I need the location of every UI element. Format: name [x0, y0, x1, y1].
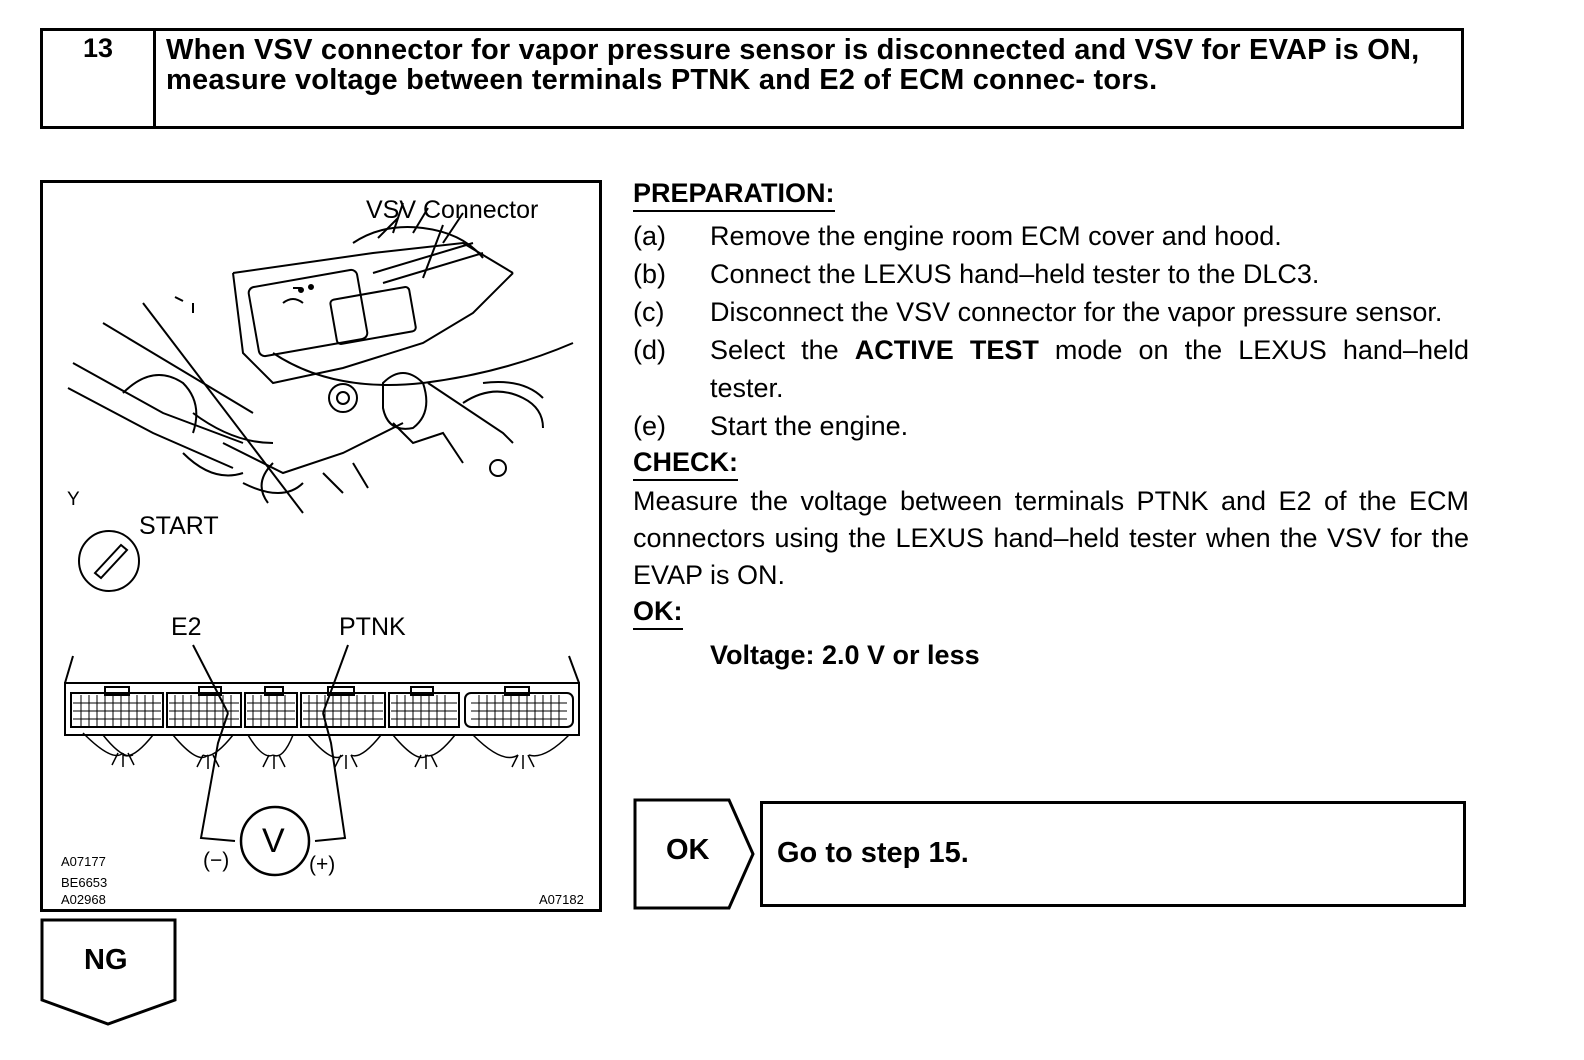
negative-lead-label: (−)	[203, 849, 230, 872]
item-text-after: mode on the LEXUS hand–held tester.	[710, 335, 1469, 403]
preparation-heading: PREPARATION:	[633, 178, 835, 212]
ng-result-label: NG	[84, 944, 128, 976]
check-heading: CHECK:	[633, 447, 738, 481]
item-text: Disconnect the VSV connector for the vap…	[710, 297, 1443, 327]
figure-code: A02968	[61, 892, 106, 907]
start-label: START	[139, 512, 219, 540]
ng-arrow-shape	[40, 918, 177, 1026]
list-item: (a) Remove the engine room ECM cover and…	[633, 217, 1469, 255]
y-label: Y	[67, 489, 80, 510]
illustration-figure: VSV Connector Y START E2 PTNK V (−) (+) …	[40, 180, 602, 912]
ok-criteria-value: Voltage: 2.0 V or less	[710, 640, 980, 670]
preparation-list: (a) Remove the engine room ECM cover and…	[633, 217, 1469, 445]
item-text: Select the ACTIVE TEST mode on the LEXUS…	[710, 331, 1469, 407]
ok-result-action: Go to step 15.	[760, 801, 1466, 907]
voltmeter-symbol: V	[262, 822, 285, 860]
ptnk-terminal-label: PTNK	[339, 613, 406, 641]
figure-code: A07177	[61, 854, 106, 869]
step-number: 13	[43, 31, 156, 126]
item-letter: (a)	[633, 221, 666, 251]
engine-ecm-illustration	[64, 202, 580, 877]
ok-arrow-shape	[633, 798, 755, 910]
list-item: (d) Select the ACTIVE TEST mode on the L…	[633, 331, 1469, 407]
item-letter: (d)	[633, 335, 666, 365]
ok-heading: OK:	[633, 596, 683, 630]
check-text: Measure the voltage between terminals PT…	[633, 486, 1469, 590]
item-letter: (e)	[633, 411, 666, 441]
figure-code-right: A07182	[539, 892, 584, 907]
active-test-emphasis: ACTIVE TEST	[854, 335, 1039, 365]
list-item: (b) Connect the LEXUS hand–held tester t…	[633, 255, 1469, 293]
item-text: Connect the LEXUS hand–held tester to th…	[710, 259, 1320, 289]
positive-lead-label: (+)	[309, 853, 336, 876]
go-to-step-text: Go to step 15.	[777, 837, 969, 869]
list-item: (e) Start the engine.	[633, 407, 1469, 445]
step-header: 13 When VSV connector for vapor pressure…	[40, 28, 1464, 129]
item-text-before: Select the	[710, 335, 855, 365]
item-letter: (b)	[633, 259, 666, 289]
item-text: Remove the engine room ECM cover and hoo…	[710, 221, 1282, 251]
procedure-column: PREPARATION: (a) Remove the engine room …	[633, 178, 1469, 671]
figure-code: BE6653	[61, 875, 108, 890]
item-text: Start the engine.	[710, 411, 909, 441]
item-letter: (c)	[633, 297, 665, 327]
step-title: When VSV connector for vapor pressure se…	[166, 34, 1420, 96]
e2-terminal-label: E2	[171, 613, 202, 641]
vsv-connector-label: VSV Connector	[366, 196, 539, 224]
ok-result-label: OK	[666, 834, 710, 866]
list-item: (c) Disconnect the VSV connector for the…	[633, 293, 1469, 331]
